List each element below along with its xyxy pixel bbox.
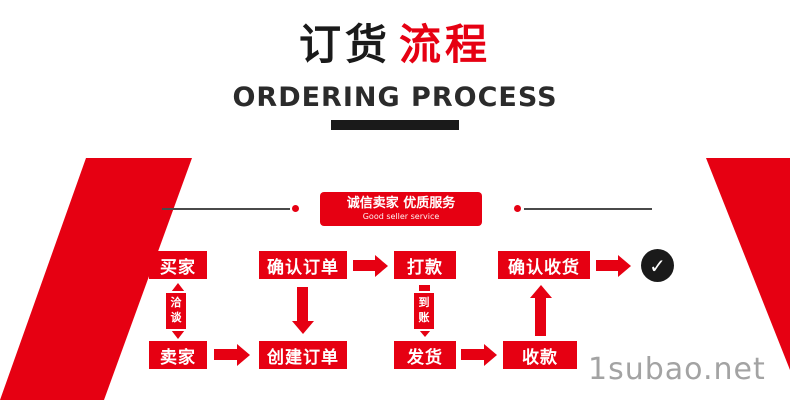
service-banner-title: 诚信卖家 优质服务 xyxy=(346,196,456,211)
banner-dot-right xyxy=(514,205,521,212)
ship-box: 发货 xyxy=(394,341,456,369)
receipt-to-check-arrow xyxy=(596,260,618,271)
confirm-order-box: 确认订单 xyxy=(259,251,347,279)
check-icon: ✓ xyxy=(649,253,666,278)
funds-arrived-label: 到账 xyxy=(412,291,436,331)
title-underline xyxy=(331,120,459,130)
banner-dot-left xyxy=(292,205,299,212)
receive-to-confirm-arrow xyxy=(535,298,546,336)
seller-box: 卖家 xyxy=(149,341,207,369)
page-title-red: 流程 xyxy=(399,20,492,69)
order-to-pay-arrow xyxy=(353,260,375,271)
pay-box: 打款 xyxy=(394,251,456,279)
buyer-box: 买家 xyxy=(149,251,207,279)
check-circle: ✓ xyxy=(641,249,674,282)
ship-to-receive-arrow xyxy=(461,349,484,360)
banner-connector-line-right xyxy=(524,208,652,210)
receive-payment-box: 收款 xyxy=(503,341,577,369)
banner-connector-line-left xyxy=(162,208,290,210)
watermark: 1subao.net xyxy=(588,352,766,387)
service-banner: 诚信卖家 优质服务 Good seller service xyxy=(320,192,482,226)
confirm-receipt-box: 确认收货 xyxy=(498,251,590,279)
page-subtitle: ORDERING PROCESS xyxy=(232,82,558,113)
service-banner-subtitle: Good seller service xyxy=(362,212,440,221)
page-title-black: 订货 xyxy=(298,20,391,69)
page-title: 订货流程 xyxy=(0,20,790,70)
right-red-parallelogram xyxy=(706,158,790,370)
confirm-to-create-arrow xyxy=(297,287,308,321)
negotiate-label: 洽谈 xyxy=(164,291,188,331)
seller-to-create-arrow xyxy=(214,349,237,360)
create-order-box: 创建订单 xyxy=(259,341,347,369)
